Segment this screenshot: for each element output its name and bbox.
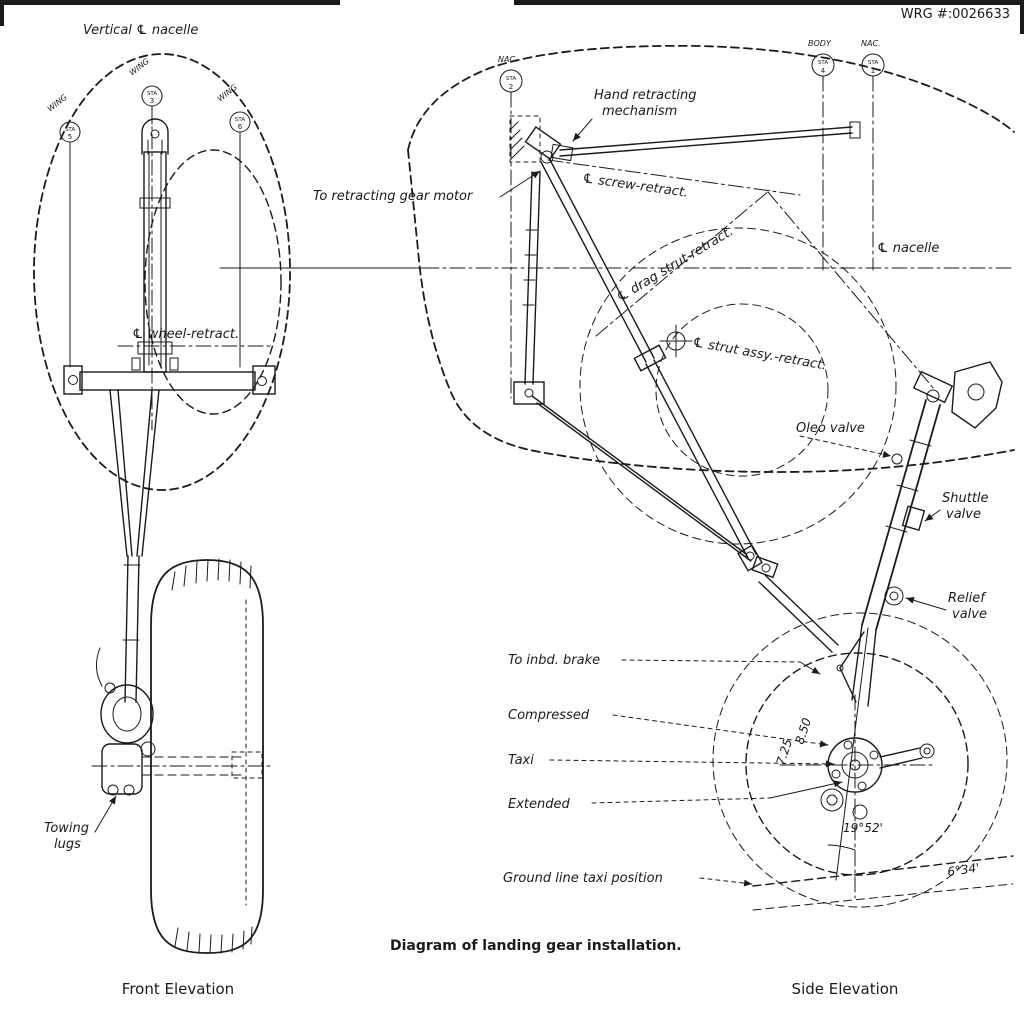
drag-strut bbox=[513, 157, 839, 653]
relief-valve-label-line2: valve bbox=[952, 607, 987, 622]
nacelle-centerline-label: ℄ nacelle bbox=[877, 241, 939, 256]
screw-retract-label: ℄ screw-retract. bbox=[581, 171, 689, 201]
bracket-hatch bbox=[509, 121, 525, 161]
screw-thread-ticks bbox=[522, 229, 538, 306]
angle-strut-dim: 19°52' bbox=[843, 821, 883, 835]
station-group-label: WING bbox=[46, 93, 69, 114]
shuttle-valve-leader bbox=[924, 509, 941, 522]
ground-line-taxi-label: Ground line taxi position bbox=[503, 871, 663, 886]
nacelle-outline-front bbox=[33, 53, 291, 491]
drawing-number: WRG #:0026633 bbox=[901, 7, 1010, 22]
extended-leader bbox=[591, 797, 771, 804]
compressed-leader bbox=[612, 714, 829, 748]
compressed-label: Compressed bbox=[508, 708, 590, 723]
drag-strut-retract-label: ℄ drag strut-retract. bbox=[614, 224, 736, 305]
wheel-retract-label: ℄ wheel-retract. bbox=[132, 327, 239, 342]
tread-hatch-top bbox=[171, 558, 252, 591]
hand-retracting-label-line1: Hand retracting bbox=[594, 88, 696, 103]
retract-axes bbox=[547, 159, 936, 391]
station-group-label: NAC. bbox=[861, 39, 881, 48]
ground-lines bbox=[752, 855, 1014, 911]
retraction-arcs bbox=[579, 227, 897, 545]
radius-850-dim: 8.50 bbox=[793, 716, 815, 746]
angle-ground-dim: 6°34' bbox=[946, 861, 980, 879]
clearance-arc bbox=[712, 612, 1008, 908]
vertical-nacelle-label: Vertical ℄ nacelle bbox=[83, 23, 198, 38]
strut-assy-retract-label: ℄ strut assy.-retract. bbox=[691, 335, 827, 373]
nac-station-marker-2: NAC. STA 2 bbox=[498, 55, 523, 399]
station-group-label: BODY bbox=[808, 39, 832, 48]
body-station-marker-4: BODY STA 4 bbox=[808, 39, 835, 271]
extended-label: Extended bbox=[508, 797, 570, 812]
retracting-gear-motor-leader bbox=[499, 170, 541, 198]
taxi-label: Taxi bbox=[508, 753, 534, 768]
station-sta: STA bbox=[818, 60, 828, 66]
relief-valve bbox=[884, 586, 904, 606]
angle-arc bbox=[827, 844, 856, 851]
station-sta: STA bbox=[235, 117, 245, 123]
shuttle-valve bbox=[901, 505, 926, 531]
strut-axis-extension bbox=[835, 627, 869, 881]
towing-lugs-leader bbox=[94, 795, 117, 833]
station-num: 6 bbox=[238, 123, 243, 131]
to-inbd-brake-leader bbox=[621, 659, 801, 663]
wing-station-marker-3: WING STA 3 bbox=[128, 57, 163, 125]
drag-brace-front bbox=[109, 389, 160, 703]
brake-assembly-front bbox=[91, 647, 271, 796]
wing-station-marker-6: WING STA 6 bbox=[216, 83, 251, 368]
radius-725-dim: 7.25 bbox=[774, 737, 796, 767]
ground-line-leader bbox=[699, 877, 753, 887]
front-elevation: WING STA 5 WING STA 3 WING STA 6 Vertica… bbox=[33, 23, 425, 998]
station-sta: STA bbox=[65, 127, 75, 133]
nac-station-marker-1: NAC. STA 1 bbox=[861, 39, 885, 271]
hand-retracting-mechanism bbox=[509, 115, 861, 164]
side-elevation-title: Side Elevation bbox=[792, 980, 899, 998]
station-sta: STA bbox=[868, 60, 878, 66]
scan-border bbox=[0, 0, 1024, 34]
strut-collars bbox=[885, 439, 932, 533]
nacelle-outline-side bbox=[407, 44, 1015, 473]
towing-lugs-label-line1: Towing bbox=[44, 821, 89, 836]
retracting-gear-motor-label: To retracting gear motor bbox=[313, 189, 474, 204]
station-sta: STA bbox=[147, 91, 157, 97]
station-num: 4 bbox=[821, 67, 826, 75]
shock-strut-side bbox=[836, 361, 1003, 707]
towing-lugs-label-line2: lugs bbox=[54, 837, 81, 852]
front-elevation-title: Front Elevation bbox=[122, 980, 234, 998]
tire-outline bbox=[745, 652, 969, 876]
oleo-valve-label: Oleo valve bbox=[796, 421, 865, 436]
figure-caption: Diagram of landing gear installation. bbox=[390, 938, 682, 954]
hand-retracting-leader bbox=[572, 118, 593, 142]
tire-front bbox=[150, 558, 264, 954]
taxi-leader bbox=[549, 759, 835, 768]
station-sta: STA bbox=[506, 76, 516, 82]
side-elevation: ℄ nacelle NAC. STA 2 BODY STA 4 NAC. STA… bbox=[313, 39, 1015, 998]
station-num: 1 bbox=[871, 67, 875, 75]
relief-valve-label-line1: Relief bbox=[948, 591, 987, 606]
oleo-valve bbox=[891, 453, 903, 465]
station-num: 3 bbox=[150, 97, 154, 105]
wheel-side bbox=[712, 612, 1008, 908]
shuttle-valve-label-line1: Shuttle bbox=[942, 491, 989, 506]
tread-hatch-bottom bbox=[174, 926, 253, 954]
oleo-valve-leader bbox=[799, 435, 892, 458]
station-num: 5 bbox=[68, 133, 72, 141]
to-inbd-brake-label: To inbd. brake bbox=[508, 653, 600, 668]
retract-beam bbox=[63, 365, 276, 395]
station-num: 2 bbox=[509, 83, 513, 91]
hand-retracting-label-line2: mechanism bbox=[602, 104, 677, 119]
relief-valve-leader bbox=[905, 596, 947, 611]
station-group-label: NAC. bbox=[498, 55, 518, 64]
shuttle-valve-label-line2: valve bbox=[946, 507, 981, 522]
